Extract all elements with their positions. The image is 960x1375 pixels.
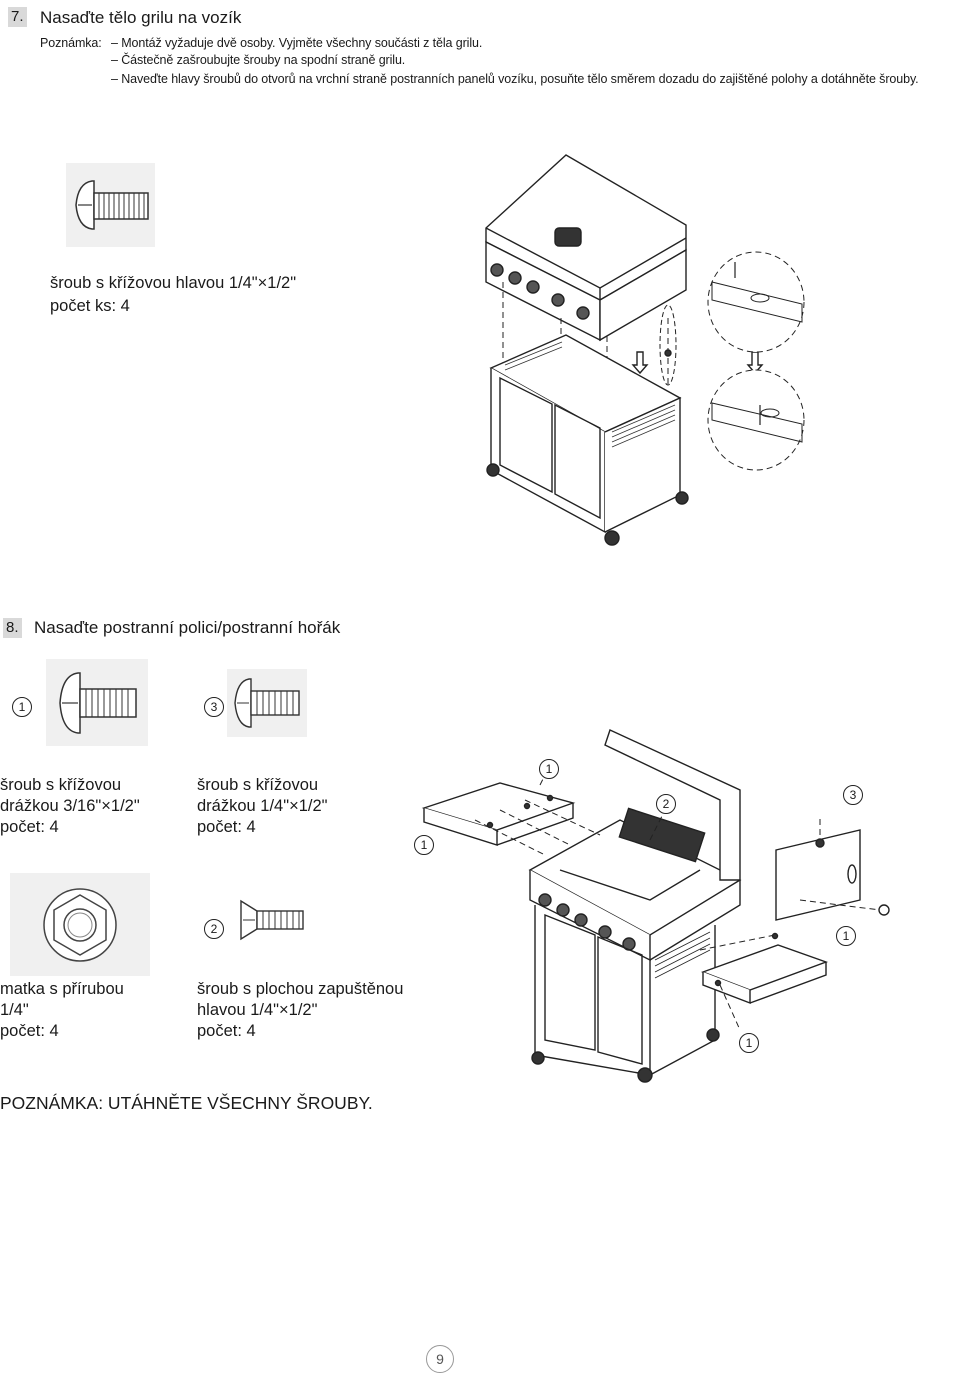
- diagram-callout-1-left: 1: [414, 835, 434, 855]
- part-1-line-3: počet: 4: [0, 818, 59, 836]
- diagram-callout-2: 2: [656, 794, 676, 814]
- part-1-line-1: šroub s křížovou: [0, 776, 122, 794]
- note-line-3: – Naveďte hlavy šroubů do otvorů na vrch…: [111, 72, 919, 86]
- note-label: Poznámka:: [40, 36, 102, 50]
- flange-nut-line-1: matka s přírubou: [0, 980, 124, 998]
- part-2-line-2: hlavou 1/4"×1/2": [197, 1001, 318, 1019]
- part-3-label: šroub s křížovou drážkou 1/4"×1/2" počet…: [197, 775, 328, 838]
- phillips-truss-screw-image: [46, 659, 148, 746]
- diagram-callout-1-bottom: 1: [739, 1033, 759, 1053]
- part-3-line-3: počet: 4: [197, 818, 256, 836]
- phillips-screw-image: [66, 163, 155, 247]
- note-line-1: – Montáž vyžaduje dvě osoby. Vyjměte vše…: [111, 36, 483, 50]
- step-7-part-count: počet ks: 4: [50, 297, 130, 315]
- note-line-2: – Částečně zašroubujte šrouby na spodní …: [111, 53, 406, 67]
- part-2-line-3: počet: 4: [197, 1022, 256, 1040]
- tighten-screws-warning: POZNÁMKA: UTÁHNĚTE VŠECHNY ŠROUBY.: [0, 1093, 373, 1113]
- step-7-title: Nasaďte tělo grilu na vozík: [40, 8, 242, 27]
- flange-nut-label: matka s přírubou 1/4" počet: 4: [0, 979, 124, 1042]
- part-2-callout: 2: [204, 919, 224, 939]
- flange-nut-line-3: počet: 4: [0, 1022, 59, 1040]
- part-3-callout: 3: [204, 697, 224, 717]
- diagram-callout-3: 3: [843, 785, 863, 805]
- step-8-title: Nasaďte postranní polici/postranní hořák: [34, 618, 341, 637]
- part-1-label: šroub s křížovou drážkou 3/16"×1/2" poče…: [0, 775, 140, 838]
- page-number: 9: [426, 1345, 454, 1373]
- part-1-callout: 1: [12, 697, 32, 717]
- step-7-number: 7.: [8, 7, 27, 27]
- part-2-line-1: šroub s plochou zapuštěnou: [197, 980, 404, 998]
- part-3-line-2: drážkou 1/4"×1/2": [197, 797, 328, 815]
- flat-head-screw-image: [237, 895, 307, 945]
- diagram-callout-1-top: 1: [539, 759, 559, 779]
- part-3-line-1: šroub s křížovou: [197, 776, 319, 794]
- part-1-line-2: drážkou 3/16"×1/2": [0, 797, 140, 815]
- flange-nut-image: [10, 873, 150, 976]
- step-7-part-name: šroub s křížovou hlavou 1/4"×1/2": [50, 274, 297, 292]
- flange-nut-line-2: 1/4": [0, 1001, 29, 1019]
- diagram-callout-1-right: 1: [836, 926, 856, 946]
- part-2-label: šroub s plochou zapuštěnou hlavou 1/4"×1…: [197, 979, 403, 1042]
- phillips-screw-image-small: [227, 669, 307, 737]
- step-8-number: 8.: [3, 618, 22, 638]
